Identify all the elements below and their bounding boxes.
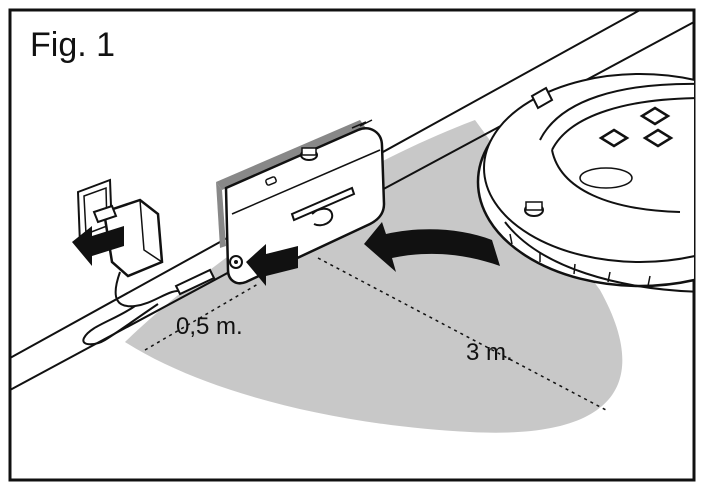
plug-insert-arrow-icon xyxy=(72,226,124,266)
near-distance-label: 0,5 m. xyxy=(176,313,243,340)
far-distance-label: 3 m. xyxy=(466,339,513,366)
plug-adapter-icon xyxy=(92,198,164,278)
near-distance-line xyxy=(144,283,259,351)
insert-arrow-icon xyxy=(246,244,298,286)
far-distance-line xyxy=(317,257,607,411)
figure-title: Fig. 1 xyxy=(30,26,115,64)
return-arrow-icon xyxy=(364,222,500,272)
robot-vacuum-icon xyxy=(476,73,694,293)
